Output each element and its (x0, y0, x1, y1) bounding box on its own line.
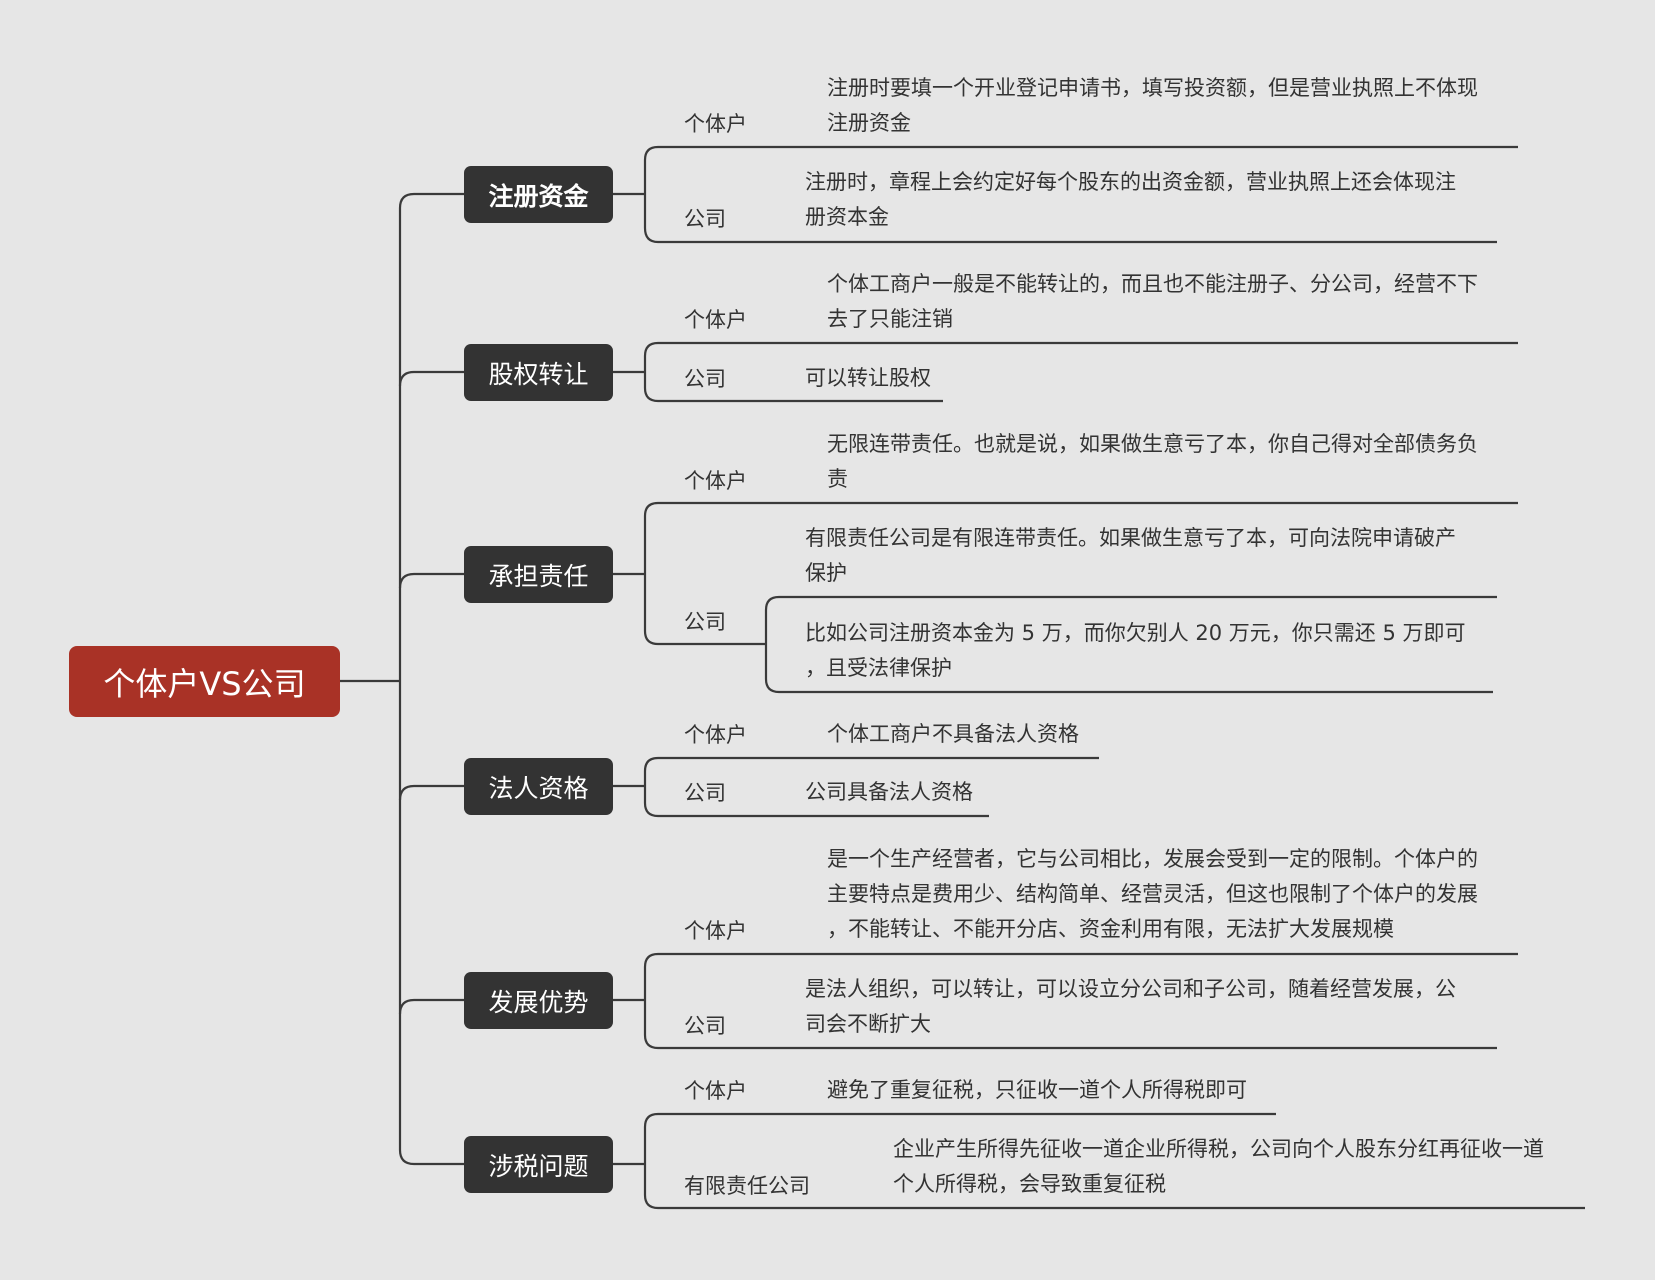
category-tax: 涉税问题 (464, 1136, 613, 1193)
description-text: 无限连带责任。也就是说，如果做生意亏了本，你自己得对全部债务负责 (827, 432, 1478, 491)
category-liability: 承担责任 (464, 546, 613, 603)
description-text: 是一个生产经营者，它与公司相比，发展会受到一定的限制。个体户的主要特点是费用少、… (827, 847, 1478, 941)
trunk-connector-3 (398, 572, 464, 589)
entity-label: 公司 (684, 207, 726, 231)
entity-label: 个体户 (684, 469, 747, 493)
description-text: 注册时，章程上会约定好每个股东的出资金额，营业执照上还会体现注册资本金 (805, 170, 1456, 229)
description-text: 企业产生所得先征收一道企业所得税，公司向个人股东分红再征收一道个人所得税，会导致… (893, 1137, 1544, 1196)
entity-label: 公司 (684, 367, 726, 391)
entity-label: 个体户 (684, 919, 747, 943)
category-equity-transfer: 股权转让 (464, 344, 613, 401)
entity-label: 个体户 (684, 308, 747, 332)
cat6-branches (643, 1112, 1585, 1210)
trunk-connector-6 (398, 1149, 464, 1166)
entity-label: 有限责任公司 (684, 1174, 810, 1198)
description-text: 是法人组织，可以转让，可以设立分公司和子公司，随着经营发展，公司会不断扩大 (805, 977, 1456, 1036)
trunk-connector-1 (398, 192, 464, 209)
trunk-connector-2 (398, 370, 464, 387)
cat1-branches (643, 145, 1518, 244)
category-development: 发展优势 (464, 972, 613, 1029)
cat5-branches (643, 952, 1518, 1050)
cat3-branches (643, 501, 1518, 646)
description-text: 可以转让股权 (805, 366, 931, 390)
trunk-connector-5 (398, 998, 464, 1015)
description-text: 个体工商户不具备法人资格 (827, 722, 1079, 746)
root-node: 个体户VS公司 (69, 646, 340, 717)
description-text: 公司具备法人资格 (805, 780, 973, 804)
trunk-connector-4 (398, 784, 464, 801)
description-text: 避免了重复征税，只征收一道个人所得税即可 (827, 1078, 1247, 1102)
entity-label: 个体户 (684, 1079, 747, 1103)
cat4-branches (643, 756, 1099, 818)
category-legal-person: 法人资格 (464, 758, 613, 815)
cat3-sub-branches (764, 595, 1497, 694)
entity-label: 公司 (684, 781, 726, 805)
entity-label: 个体户 (684, 723, 747, 747)
entity-label: 个体户 (684, 112, 747, 136)
entity-label: 公司 (684, 610, 726, 634)
description-text: 比如公司注册资本金为 5 万，而你欠别人 20 万元，你只需还 5 万即可，且受… (805, 621, 1466, 680)
description-text: 注册时要填一个开业登记申请书，填写投资额，但是营业执照上不体现注册资金 (827, 76, 1478, 135)
description-text: 个体工商户一般是不能转让的，而且也不能注册子、分公司，经营不下去了只能注销 (827, 272, 1478, 331)
category-registered-capital: 注册资金 (464, 166, 613, 223)
cat2-branches (643, 341, 1518, 403)
entity-label: 公司 (684, 1014, 726, 1038)
description-text: 有限责任公司是有限连带责任。如果做生意亏了本，可向法院申请破产保护 (805, 526, 1456, 585)
